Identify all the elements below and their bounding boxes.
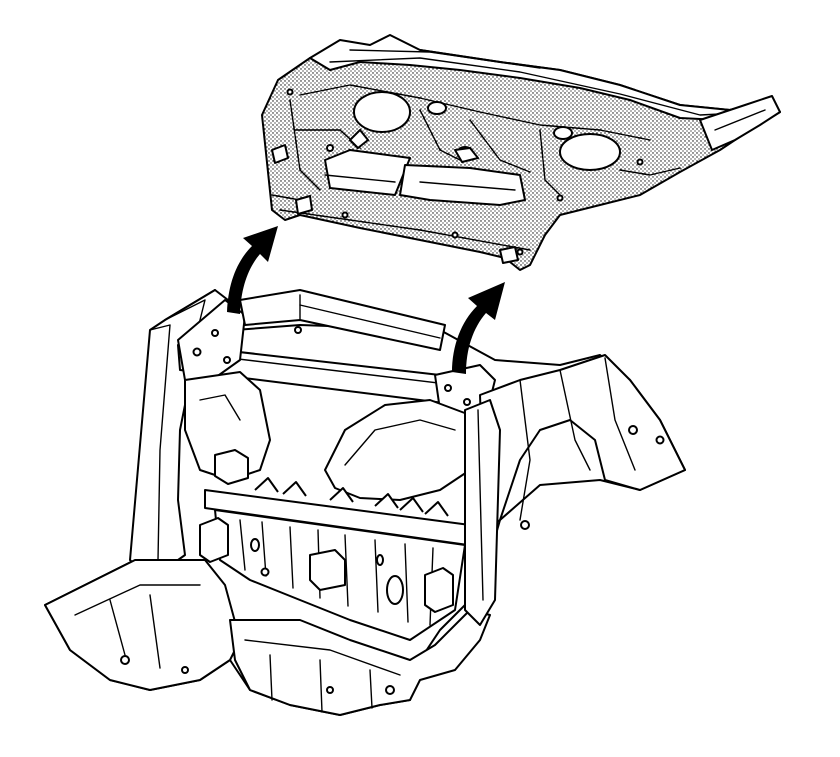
right-quarter-panel bbox=[479, 354, 686, 531]
removal-arrow-left bbox=[227, 226, 278, 314]
rear-body-structure bbox=[44, 289, 686, 716]
rear-sill-panel bbox=[44, 559, 241, 691]
rear-window-panel bbox=[261, 34, 781, 271]
right-speaker-hole bbox=[559, 133, 621, 171]
right-rear-upright bbox=[464, 399, 501, 626]
left-speaker-hole bbox=[353, 91, 411, 133]
right-floor-block bbox=[424, 567, 454, 613]
panel-right-flange bbox=[699, 95, 781, 151]
cross-member-tabs bbox=[254, 477, 449, 517]
rear-end-panel bbox=[229, 609, 491, 716]
removal-arrow-right bbox=[452, 282, 505, 374]
center-floor-block bbox=[309, 549, 346, 591]
left-tray bbox=[324, 149, 411, 196]
left-side-block bbox=[214, 449, 249, 485]
shelf-support-rail bbox=[239, 289, 446, 351]
left-floor-block bbox=[199, 517, 229, 563]
